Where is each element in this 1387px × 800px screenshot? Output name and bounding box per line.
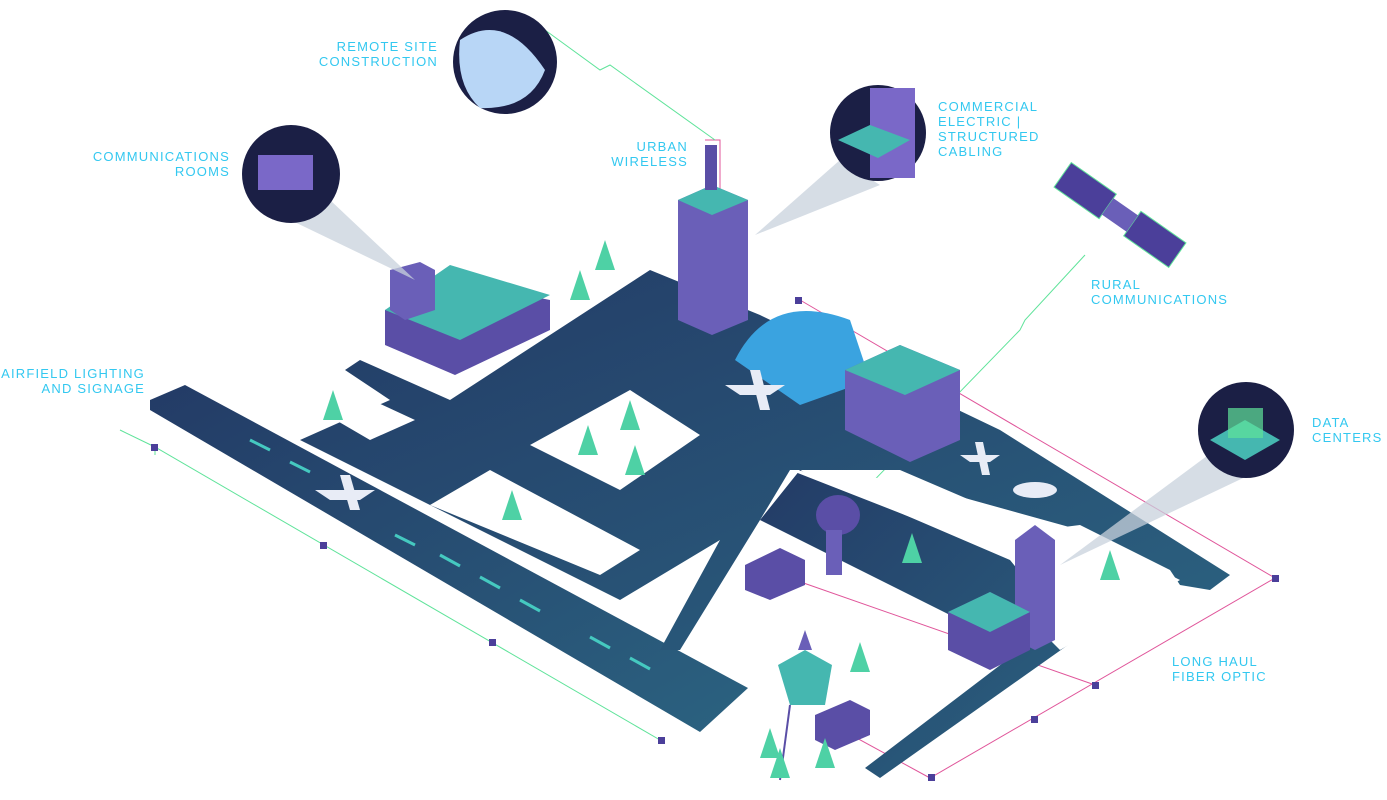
label-line: CENTERS: [1312, 430, 1383, 445]
label-line: STRUCTURED: [938, 129, 1040, 144]
label-communications-rooms: COMMUNICATIONS ROOMS: [93, 149, 230, 179]
label-line: FIBER OPTIC: [1172, 669, 1267, 684]
data-center-building: [948, 525, 1055, 670]
hangar: [735, 311, 870, 405]
label-commercial-electric: COMMERCIAL ELECTRIC | STRUCTURED CABLING: [938, 99, 1040, 159]
trees: [323, 240, 1120, 778]
label-line: URBAN: [636, 139, 688, 154]
label-line: AIRFIELD LIGHTING: [1, 366, 145, 381]
main-apron: [300, 270, 1230, 650]
commercial-electric-inset: [830, 85, 926, 181]
label-urban-wireless: URBAN WIRELESS: [611, 139, 688, 169]
label-line: ROOMS: [175, 164, 230, 179]
label-line: ELECTRIC |: [938, 114, 1021, 129]
satellite: [1053, 161, 1187, 269]
label-line: COMMUNICATIONS: [1091, 292, 1228, 307]
remote-site-inset: [453, 10, 557, 114]
label-long-haul-fiber: LONG HAUL FIBER OPTIC: [1172, 654, 1267, 684]
communications-rooms-inset: [242, 125, 340, 223]
label-line: COMMUNICATIONS: [93, 149, 230, 164]
airplanes: [315, 370, 1057, 510]
airfield-ground: [150, 270, 1230, 778]
label-airfield-lighting: AIRFIELD LIGHTING AND SIGNAGE: [1, 366, 146, 396]
fiber-nodes: [151, 297, 1279, 781]
satellite-dish: [816, 495, 860, 575]
label-line: LONG HAUL: [1172, 654, 1258, 669]
small-building: [745, 548, 870, 750]
label-line: REMOTE SITE: [337, 39, 438, 54]
label-line: DATA: [1312, 415, 1350, 430]
label-line: CABLING: [938, 144, 1003, 159]
label-line: AND SIGNAGE: [42, 381, 146, 396]
label-line: WIRELESS: [611, 154, 688, 169]
label-line: RURAL: [1091, 277, 1141, 292]
label-data-centers: DATA CENTERS: [1312, 415, 1383, 445]
runway-markings: [249, 438, 651, 671]
label-rural-communications: RURAL COMMUNICATIONS: [1091, 277, 1228, 307]
terminal-building: [845, 345, 960, 462]
communications-building: [385, 262, 550, 375]
label-remote-site-construction: REMOTE SITE CONSTRUCTION: [319, 39, 438, 69]
urban-tower: [678, 145, 748, 335]
label-line: COMMERCIAL: [938, 99, 1038, 114]
callout-cones: [280, 160, 1260, 565]
label-line: CONSTRUCTION: [319, 54, 438, 69]
data-centers-inset: [1198, 382, 1294, 478]
